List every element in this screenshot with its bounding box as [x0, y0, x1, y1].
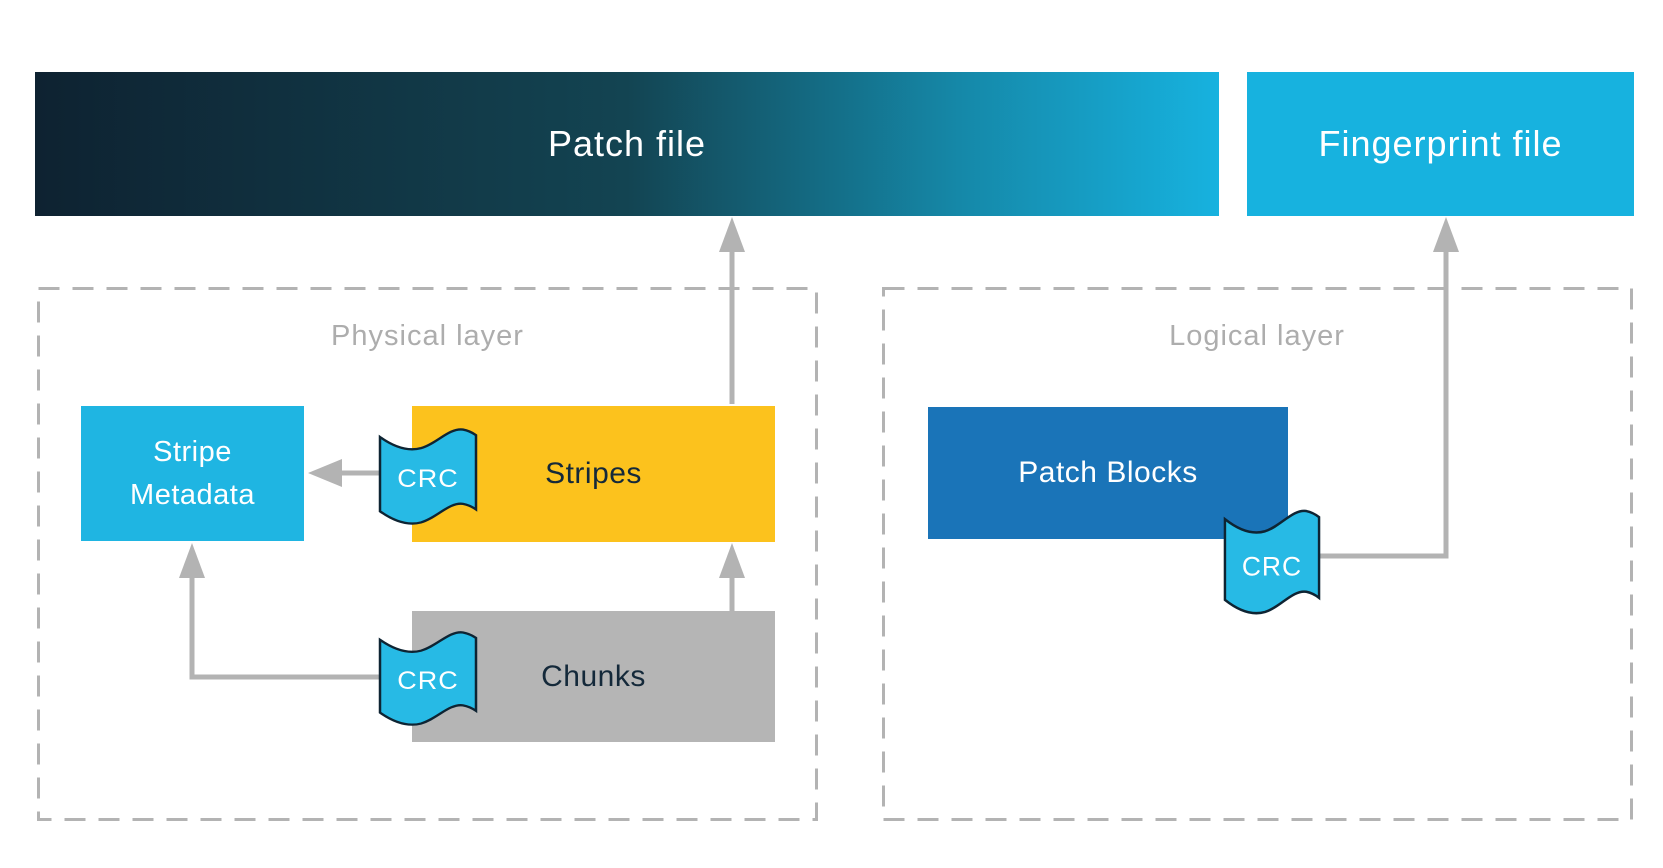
arrow-chunks-to-stripes — [719, 543, 745, 612]
crc-label: CRC — [397, 464, 458, 493]
patch-file-node: Patch file — [35, 72, 1219, 216]
flag-icon — [378, 631, 478, 726]
logical-layer-label: Logical layer — [1169, 319, 1345, 352]
physical-layer-label: Physical layer — [331, 319, 524, 352]
stripe-metadata-label: Stripe Metadata — [130, 436, 255, 511]
crc-flag-stripes: CRC — [378, 428, 478, 525]
patch-blocks-label: Patch Blocks — [1018, 456, 1198, 489]
crc-flag-chunks: CRC — [378, 631, 478, 726]
fingerprint-file-node: Fingerprint file — [1247, 72, 1634, 216]
flag-icon — [378, 428, 478, 525]
arrow-stripes-to-patch-file — [719, 217, 745, 404]
arrow-chunks-crc-to-stripe-metadata — [179, 543, 430, 680]
flag-icon — [1223, 509, 1321, 615]
crc-flag-patch-blocks: CRC — [1223, 509, 1321, 615]
stripe-metadata-node: Stripe Metadata — [81, 406, 304, 541]
arrow-patch-blocks-crc-to-fingerprint-file — [1290, 217, 1459, 559]
crc-label: CRC — [1242, 551, 1302, 581]
patch-blocks-node: Patch Blocks — [928, 407, 1288, 539]
patch-file-label: Patch file — [547, 123, 707, 164]
stripes-label: Stripes — [545, 457, 642, 490]
crc-label: CRC — [397, 668, 458, 695]
physical-layer-box — [37, 287, 818, 821]
logical-layer-box — [882, 287, 1633, 821]
chunks-label: Chunks — [541, 659, 646, 693]
fingerprint-file-label: Fingerprint file — [1318, 123, 1563, 164]
